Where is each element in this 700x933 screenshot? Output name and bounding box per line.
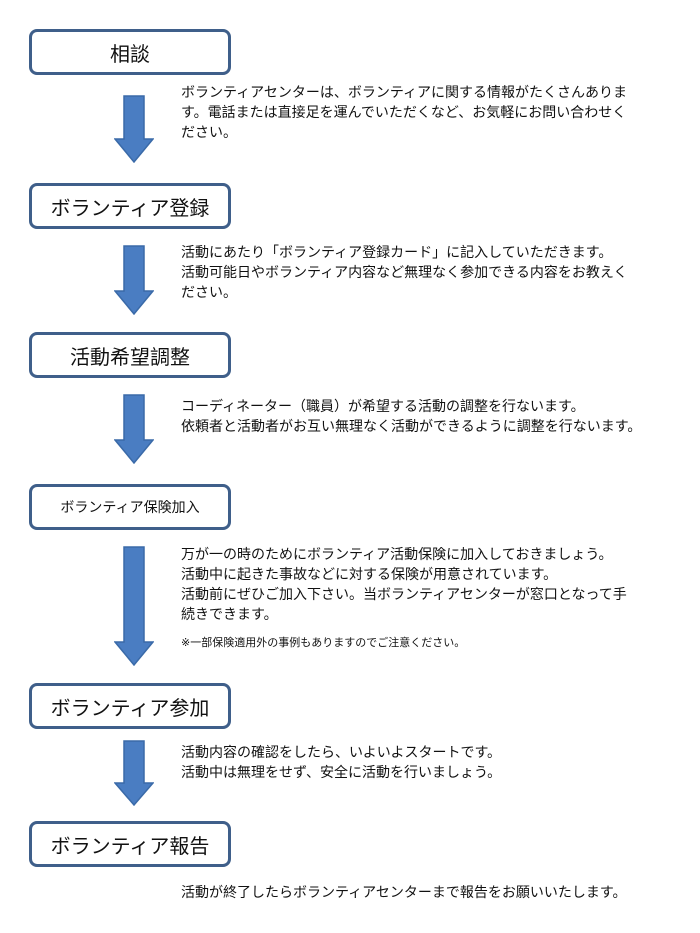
description-line: ださい。: [181, 125, 237, 141]
step-volunteer-participation: ボランティア参加: [29, 683, 231, 729]
step-consultation: 相談: [29, 29, 231, 75]
down-arrow-icon: [114, 245, 154, 315]
step-volunteer-report: ボランティア報告: [29, 821, 231, 867]
down-arrow-icon: [114, 546, 154, 666]
description-insurance: 万が一の時のためにボランティア活動保険に加入しておきましょう。 活動中に起きた事…: [181, 545, 681, 651]
description-line: 活動中に起きた事故などに対する保険が用意されています。: [181, 567, 558, 583]
description-line: 活動にあたり「ボランティア登録カード」に記入していただきます。: [181, 245, 613, 261]
down-arrow-icon: [114, 394, 154, 464]
description-line: 依頼者と活動者がお互い無理なく活動ができるように調整を行ないます。: [181, 419, 642, 435]
description-line: す。電話または直接足を運んでいただくなど、お気軽にお問い合わせく: [181, 105, 627, 121]
step-volunteer-registration: ボランティア登録: [29, 183, 231, 229]
insurance-note: ※一部保険適用外の事例もありますのでご注意ください。: [181, 636, 466, 649]
down-arrow-icon: [114, 740, 154, 806]
down-arrow-icon: [114, 95, 154, 163]
description-line: 活動中は無理をせず、安全に活動を行いましょう。: [181, 765, 502, 781]
description-participation: 活動内容の確認をしたら、いよいよスタートです。 活動中は無理をせず、安全に活動を…: [181, 743, 681, 783]
description-line: 活動前にぜひご加入下さい。当ボランティアセンターが窓口となって手: [181, 587, 627, 603]
description-line: 続きできます。: [181, 607, 278, 623]
description-line: コーディネーター（職員）が希望する活動の調整を行ないます。: [181, 399, 585, 415]
description-consultation: ボランティアセンターは、ボランティアに関する情報がたくさんありま す。電話または…: [181, 83, 681, 143]
description-registration: 活動にあたり「ボランティア登録カード」に記入していただきます。 活動可能日やボラ…: [181, 243, 681, 303]
description-line: 活動が終了したらボランティアセンターまで報告をお願いいたします。: [181, 885, 627, 901]
description-line: ボランティアセンターは、ボランティアに関する情報がたくさんありま: [181, 85, 628, 101]
step-activity-adjustment: 活動希望調整: [29, 332, 231, 378]
description-line: 活動可能日やボランティア内容など無理なく参加できる内容をお教えく: [181, 265, 628, 281]
description-report: 活動が終了したらボランティアセンターまで報告をお願いいたします。: [181, 883, 681, 903]
step-insurance-enrollment: ボランティア保険加入: [29, 484, 231, 530]
description-line: ださい。: [181, 285, 237, 301]
description-line: 活動内容の確認をしたら、いよいよスタートです。: [181, 745, 502, 761]
description-line: 万が一の時のためにボランティア活動保険に加入しておきましょう。: [181, 547, 613, 563]
description-adjustment: コーディネーター（職員）が希望する活動の調整を行ないます。 依頼者と活動者がお互…: [181, 397, 681, 437]
